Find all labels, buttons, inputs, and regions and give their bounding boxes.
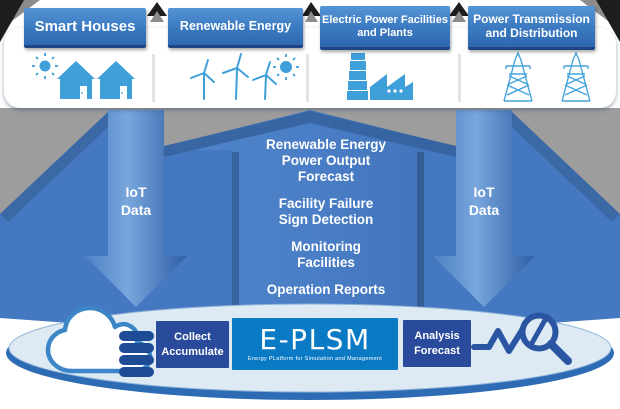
category-box-smart-houses: Smart Houses	[24, 8, 146, 48]
brand-tagline: Energy PLatform for Simulation and Manag…	[247, 356, 383, 362]
service-item: Operation Reports	[266, 282, 386, 297]
category-label: and Plants	[357, 26, 413, 39]
up-arrow-left-edge	[232, 152, 239, 334]
category-label: Power Transmission	[473, 11, 590, 26]
iot-data-label-right: IoT Data	[468, 184, 500, 218]
service-item: Renewable Energy Power Output Forecast	[265, 137, 387, 184]
analysis-forecast-box: Analysis Forecast	[403, 320, 471, 367]
category-label: Electric Power Facilities	[322, 13, 448, 26]
up-arrow-center	[150, 110, 470, 334]
collect-accumulate-box: Collect Accumulate	[156, 321, 229, 368]
sun-icon	[32, 53, 58, 79]
up-arrow-right-edge	[417, 152, 424, 334]
funnel-shadow-right	[496, 112, 620, 222]
funnel-shadow-left	[0, 112, 124, 222]
up-arrow-left-slope-shadow	[164, 111, 310, 157]
iot-data-label-left: IoT Data	[120, 184, 152, 218]
down-arrow-right	[433, 110, 535, 307]
wind-turbine-icon	[190, 53, 277, 100]
database-icon	[119, 331, 154, 377]
category-label: and Distribution	[485, 25, 578, 40]
category-box-renewable-energy: Renewable Energy	[168, 8, 303, 48]
service-item: Facility Failure Sign Detection	[278, 196, 374, 227]
service-item: Monitoring Facilities	[291, 239, 361, 270]
transmission-tower-icon	[561, 51, 591, 102]
category-box-electric-power-facilities: Electric Power Facilities and Plants	[320, 6, 450, 50]
down-arrow-left	[85, 110, 187, 307]
category-label: Smart Houses	[34, 17, 136, 35]
magnifier-icon	[519, 312, 572, 365]
eplsm-brand-box: E-PLSM Energy PLatform for Simulation an…	[232, 318, 398, 370]
services-list: Renewable Energy Power Output Forecast F…	[232, 137, 420, 309]
category-label: Renewable Energy	[179, 19, 292, 34]
panel-divider	[306, 54, 309, 102]
panel-divider	[458, 54, 461, 102]
category-box-power-transmission: Power Transmission and Distribution	[468, 6, 595, 50]
trend-line-icon	[471, 324, 527, 354]
sun-icon	[273, 54, 299, 80]
panel-divider	[152, 54, 155, 102]
house-icon	[57, 61, 95, 99]
brand-name: E-PLSM	[259, 323, 371, 356]
house-icon	[97, 61, 135, 99]
transmission-tower-icon	[503, 51, 533, 102]
up-arrow-right-slope-shadow	[310, 111, 456, 157]
factory-icon	[347, 53, 413, 100]
